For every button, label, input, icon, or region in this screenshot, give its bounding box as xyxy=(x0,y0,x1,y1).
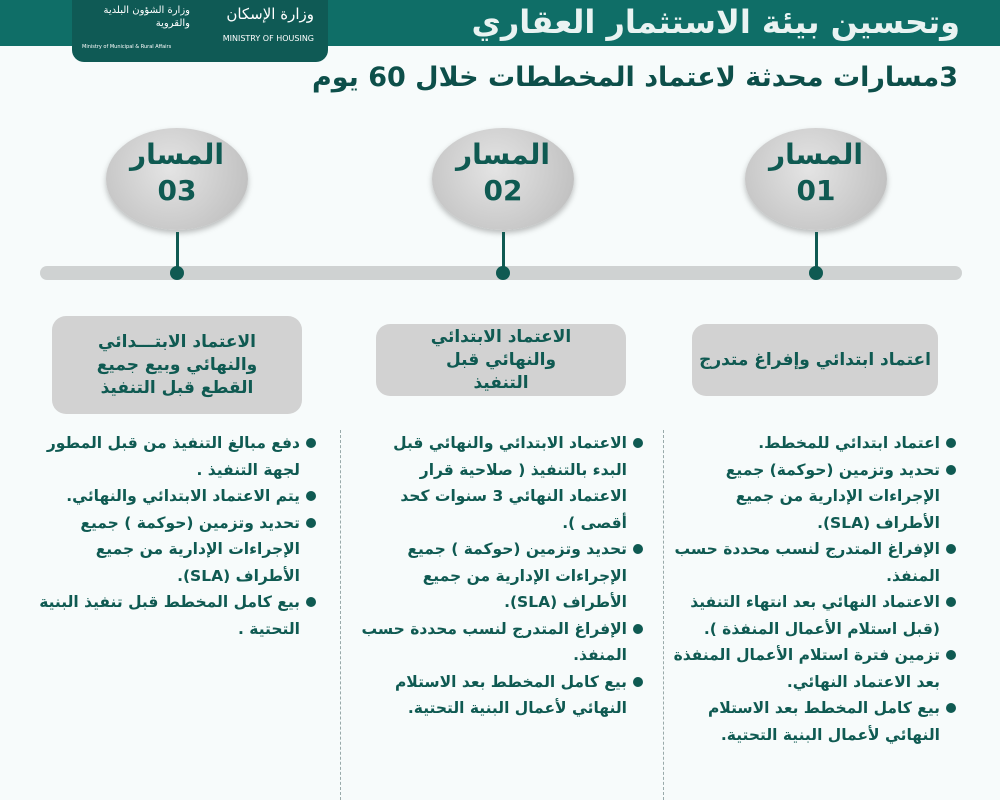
column-divider xyxy=(340,430,341,800)
list-item: بيع كامل المخطط قبل تنفيذ البنية التحتية… xyxy=(38,589,318,642)
momra-logo-en: Ministry of Municipal & Rural Affairs xyxy=(82,44,172,50)
track-03-heading: الاعتماد الابتـــدائي والنهائي وبيع جميع… xyxy=(52,316,302,414)
page-title: وتحسين بيئة الاستثمار العقاري xyxy=(471,3,960,41)
track-02-heading: الاعتماد الابتدائي والنهائي قبل التنفيذ xyxy=(376,324,626,396)
housing-logo-en: MINISTRY OF HOUSING xyxy=(222,34,314,43)
housing-logo-ar: وزارة الإسكان xyxy=(226,5,314,23)
list-item: الإفراغ المتدرج لنسب محددة حسب المنفذ. xyxy=(360,616,645,669)
track-03-list: دفع مبالغ التنفيذ من قبل المطور لجهة الت… xyxy=(38,430,318,642)
track-01-heading: اعتماد ابتدائي وإفراغ متدرج xyxy=(692,324,938,396)
list-item: تحديد وتزمين (حوكمة) جميع الإجراءات الإد… xyxy=(668,457,958,537)
list-item: بيع كامل المخطط بعد الاستلام النهائي لأع… xyxy=(360,669,645,722)
ministry-logos: وزارة الإسكان MINISTRY OF HOUSING وزارة … xyxy=(72,0,328,62)
track-03-stem xyxy=(176,232,179,274)
track-label: المسار xyxy=(455,138,550,171)
track-label: المسار xyxy=(129,138,224,171)
track-02-dot xyxy=(496,266,510,280)
list-item: تحديد وتزمين (حوكمة ) جميع الإجراءات الإ… xyxy=(360,536,645,616)
subtitle: 3مسارات محدثة لاعتماد المخططات خلال 60 ي… xyxy=(311,62,958,93)
track-01-stem xyxy=(815,232,818,274)
list-item: تزمين فترة استلام الأعمال المنفذة بعد ال… xyxy=(668,642,958,695)
list-item: اعتماد ابتدائي للمخطط. xyxy=(668,430,958,457)
list-item: الاعتماد النهائي بعد انتهاء التنفيذ (قبل… xyxy=(668,589,958,642)
track-03-dot xyxy=(170,266,184,280)
list-item: دفع مبالغ التنفيذ من قبل المطور لجهة الت… xyxy=(38,430,318,483)
list-item: الإفراغ المتدرج لنسب محددة حسب المنفذ. xyxy=(668,536,958,589)
track-01-list: اعتماد ابتدائي للمخطط. تحديد وتزمين (حوك… xyxy=(668,430,958,748)
track-number: 02 xyxy=(483,174,523,207)
track-02-stem xyxy=(502,232,505,274)
list-item: تحديد وتزمين (حوكمة ) جميع الإجراءات الإ… xyxy=(38,510,318,590)
list-item: يتم الاعتماد الابتدائي والنهائي. xyxy=(38,483,318,510)
track-03-circle: المسار 03 xyxy=(106,128,248,230)
column-divider xyxy=(663,430,664,800)
track-label: المسار xyxy=(768,138,863,171)
track-02-circle: المسار 02 xyxy=(432,128,574,230)
track-01-dot xyxy=(809,266,823,280)
list-item: الاعتماد الابتدائي والنهائي قبل البدء با… xyxy=(360,430,645,536)
momra-logo-ar: وزارة الشؤون البلدية والقروية xyxy=(103,5,191,29)
track-01-circle: المسار 01 xyxy=(745,128,887,230)
track-number: 03 xyxy=(157,174,197,207)
track-02-list: الاعتماد الابتدائي والنهائي قبل البدء با… xyxy=(360,430,645,722)
track-number: 01 xyxy=(796,174,836,207)
list-item: بيع كامل المخطط بعد الاستلام النهائي لأع… xyxy=(668,695,958,748)
